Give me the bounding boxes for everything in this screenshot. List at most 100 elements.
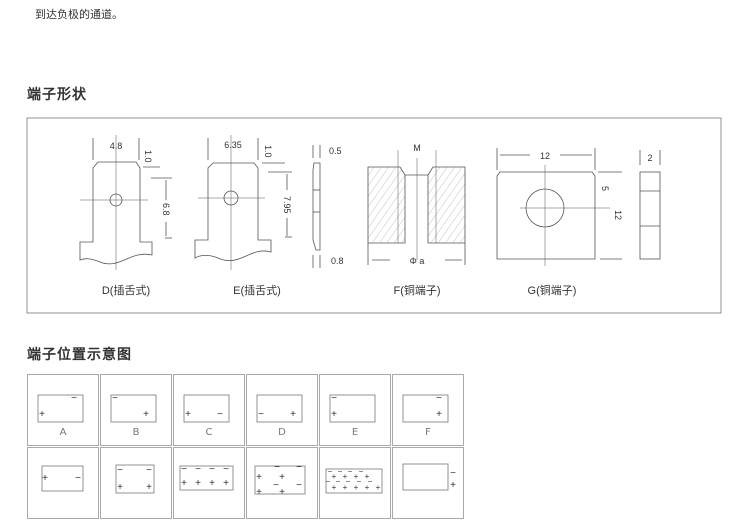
- negative-terminal-sign: −: [112, 393, 118, 404]
- negative-terminal-sign: −: [273, 480, 279, 491]
- positive-terminal-sign: +: [376, 483, 381, 492]
- battery-top-diagram: − − + +: [115, 464, 155, 494]
- intro-text: 到达负极的通道。: [35, 8, 123, 21]
- battery-outline: [402, 463, 449, 491]
- negative-terminal-sign: −: [346, 477, 351, 486]
- positive-terminal-sign: +: [256, 487, 262, 498]
- dim-e-width: 6.35: [224, 140, 242, 150]
- battery-outline: [110, 394, 157, 423]
- positive-terminal-sign: +: [117, 482, 123, 493]
- positive-terminal-sign: +: [365, 483, 370, 492]
- position-cell: −−−−++++−−−−−+++++: [319, 447, 391, 519]
- terminal-shapes-figure: 4.8 1.0 6.8 D(插舌式) 6.35 1.0 7.95 0.5 0.8…: [26, 117, 722, 314]
- position-cell: −+A: [27, 374, 99, 446]
- battery-outline: [41, 465, 84, 492]
- positive-terminal-sign: +: [343, 483, 348, 492]
- battery-outline: [254, 465, 306, 495]
- negative-terminal-sign: −: [348, 467, 353, 476]
- terminal-position-grid: −+A−+B+−C−+D−+E−+F+−−−++−−−−++++−−++−−++…: [27, 374, 464, 519]
- positive-terminal-sign: +: [143, 409, 149, 420]
- battery-outline: [37, 394, 84, 423]
- battery-outline: [256, 394, 303, 423]
- positive-terminal-sign: +: [209, 478, 215, 489]
- negative-terminal-sign: −: [181, 464, 187, 475]
- positive-terminal-sign: +: [332, 472, 337, 481]
- positive-terminal-sign: +: [146, 482, 152, 493]
- dim-e-thick-bottom: 0.8: [331, 256, 344, 266]
- battery-top-diagram: +−: [41, 465, 84, 492]
- section-title-positions: 端子位置示意图: [27, 347, 132, 363]
- battery-top-diagram: +−: [183, 394, 230, 423]
- caption-d: D(插舌式): [102, 283, 150, 297]
- caption-e: E(插舌式): [233, 283, 281, 297]
- negative-terminal-sign: −: [357, 477, 362, 486]
- negative-terminal-sign: −: [258, 409, 264, 420]
- negative-terminal-sign: −: [328, 467, 333, 476]
- section-title-shapes: 端子形状: [27, 87, 87, 103]
- terminal-f-drawing: [367, 150, 466, 265]
- negative-terminal-sign: −: [75, 473, 81, 484]
- dim-f-slot: M: [413, 143, 421, 153]
- negative-terminal-sign: −: [359, 467, 364, 476]
- positive-terminal-sign: +: [365, 472, 370, 481]
- positive-terminal-sign: +: [436, 409, 442, 420]
- negative-terminal-sign: −: [209, 464, 215, 475]
- dim-e-top: 1.0: [263, 145, 273, 158]
- positive-terminal-sign: +: [185, 409, 191, 420]
- dim-d-top: 1.0: [143, 150, 153, 163]
- dim-g-width: 12: [540, 151, 550, 161]
- dim-e-thick-top: 0.5: [329, 146, 342, 156]
- position-cell: − + F: [392, 374, 464, 446]
- positive-terminal-sign: +: [331, 409, 337, 420]
- position-cell: −+: [392, 447, 464, 519]
- positive-terminal-sign: +: [256, 472, 262, 483]
- position-cell: −−++−−++: [246, 447, 318, 519]
- battery-outline: [183, 394, 230, 423]
- positive-terminal-sign: +: [279, 487, 285, 498]
- battery-outline: [329, 394, 376, 423]
- negative-terminal-sign: −: [195, 464, 201, 475]
- battery-outline: [325, 468, 383, 494]
- shapes-frame: [26, 117, 722, 314]
- negative-terminal-sign: −: [338, 467, 343, 476]
- negative-terminal-sign: −: [436, 393, 442, 404]
- terminal-g-drawing: [496, 148, 661, 266]
- position-cell: +− C: [173, 374, 245, 446]
- positive-terminal-sign: +: [39, 409, 45, 420]
- dim-f-diameter: Φ a: [410, 256, 425, 266]
- positive-terminal-sign: +: [223, 478, 229, 489]
- negative-terminal-sign: −: [450, 468, 456, 479]
- position-label: D: [278, 427, 286, 438]
- position-label: F: [425, 427, 431, 438]
- position-cell: +−: [27, 447, 99, 519]
- battery-top-diagram: −−++−−++: [254, 462, 306, 498]
- negative-terminal-sign: −: [296, 462, 302, 473]
- caption-f: F(铜端子): [393, 283, 440, 297]
- battery-top-diagram: −+: [256, 394, 303, 423]
- battery-top-diagram: −+: [37, 393, 84, 423]
- negative-terminal-sign: −: [71, 393, 77, 404]
- positive-terminal-sign: +: [290, 409, 296, 420]
- position-label: C: [205, 427, 213, 438]
- negative-terminal-sign: −: [117, 465, 123, 476]
- position-cell: −+D: [246, 374, 318, 446]
- positive-terminal-sign: +: [279, 472, 285, 483]
- negative-terminal-sign: −: [336, 477, 341, 486]
- dim-d-width: 4.8: [110, 141, 123, 151]
- positive-terminal-sign: +: [354, 483, 359, 492]
- positive-terminal-sign: +: [181, 478, 187, 489]
- battery-top-diagram: −+: [110, 393, 157, 423]
- negative-terminal-sign: −: [331, 393, 337, 404]
- dim-g-height: 12: [613, 210, 623, 220]
- positive-terminal-sign: +: [343, 472, 348, 481]
- negative-terminal-sign: −: [146, 465, 152, 476]
- dim-g-thick: 2: [647, 153, 652, 163]
- dim-e-height: 7.95: [282, 196, 292, 214]
- positive-terminal-sign: +: [450, 480, 456, 491]
- battery-outline: [115, 464, 155, 494]
- position-cell: − − + +: [100, 447, 172, 519]
- positive-terminal-sign: +: [42, 473, 48, 484]
- position-label: B: [132, 427, 140, 438]
- battery-outline: [402, 394, 449, 423]
- dim-g-hole: 5: [600, 186, 610, 191]
